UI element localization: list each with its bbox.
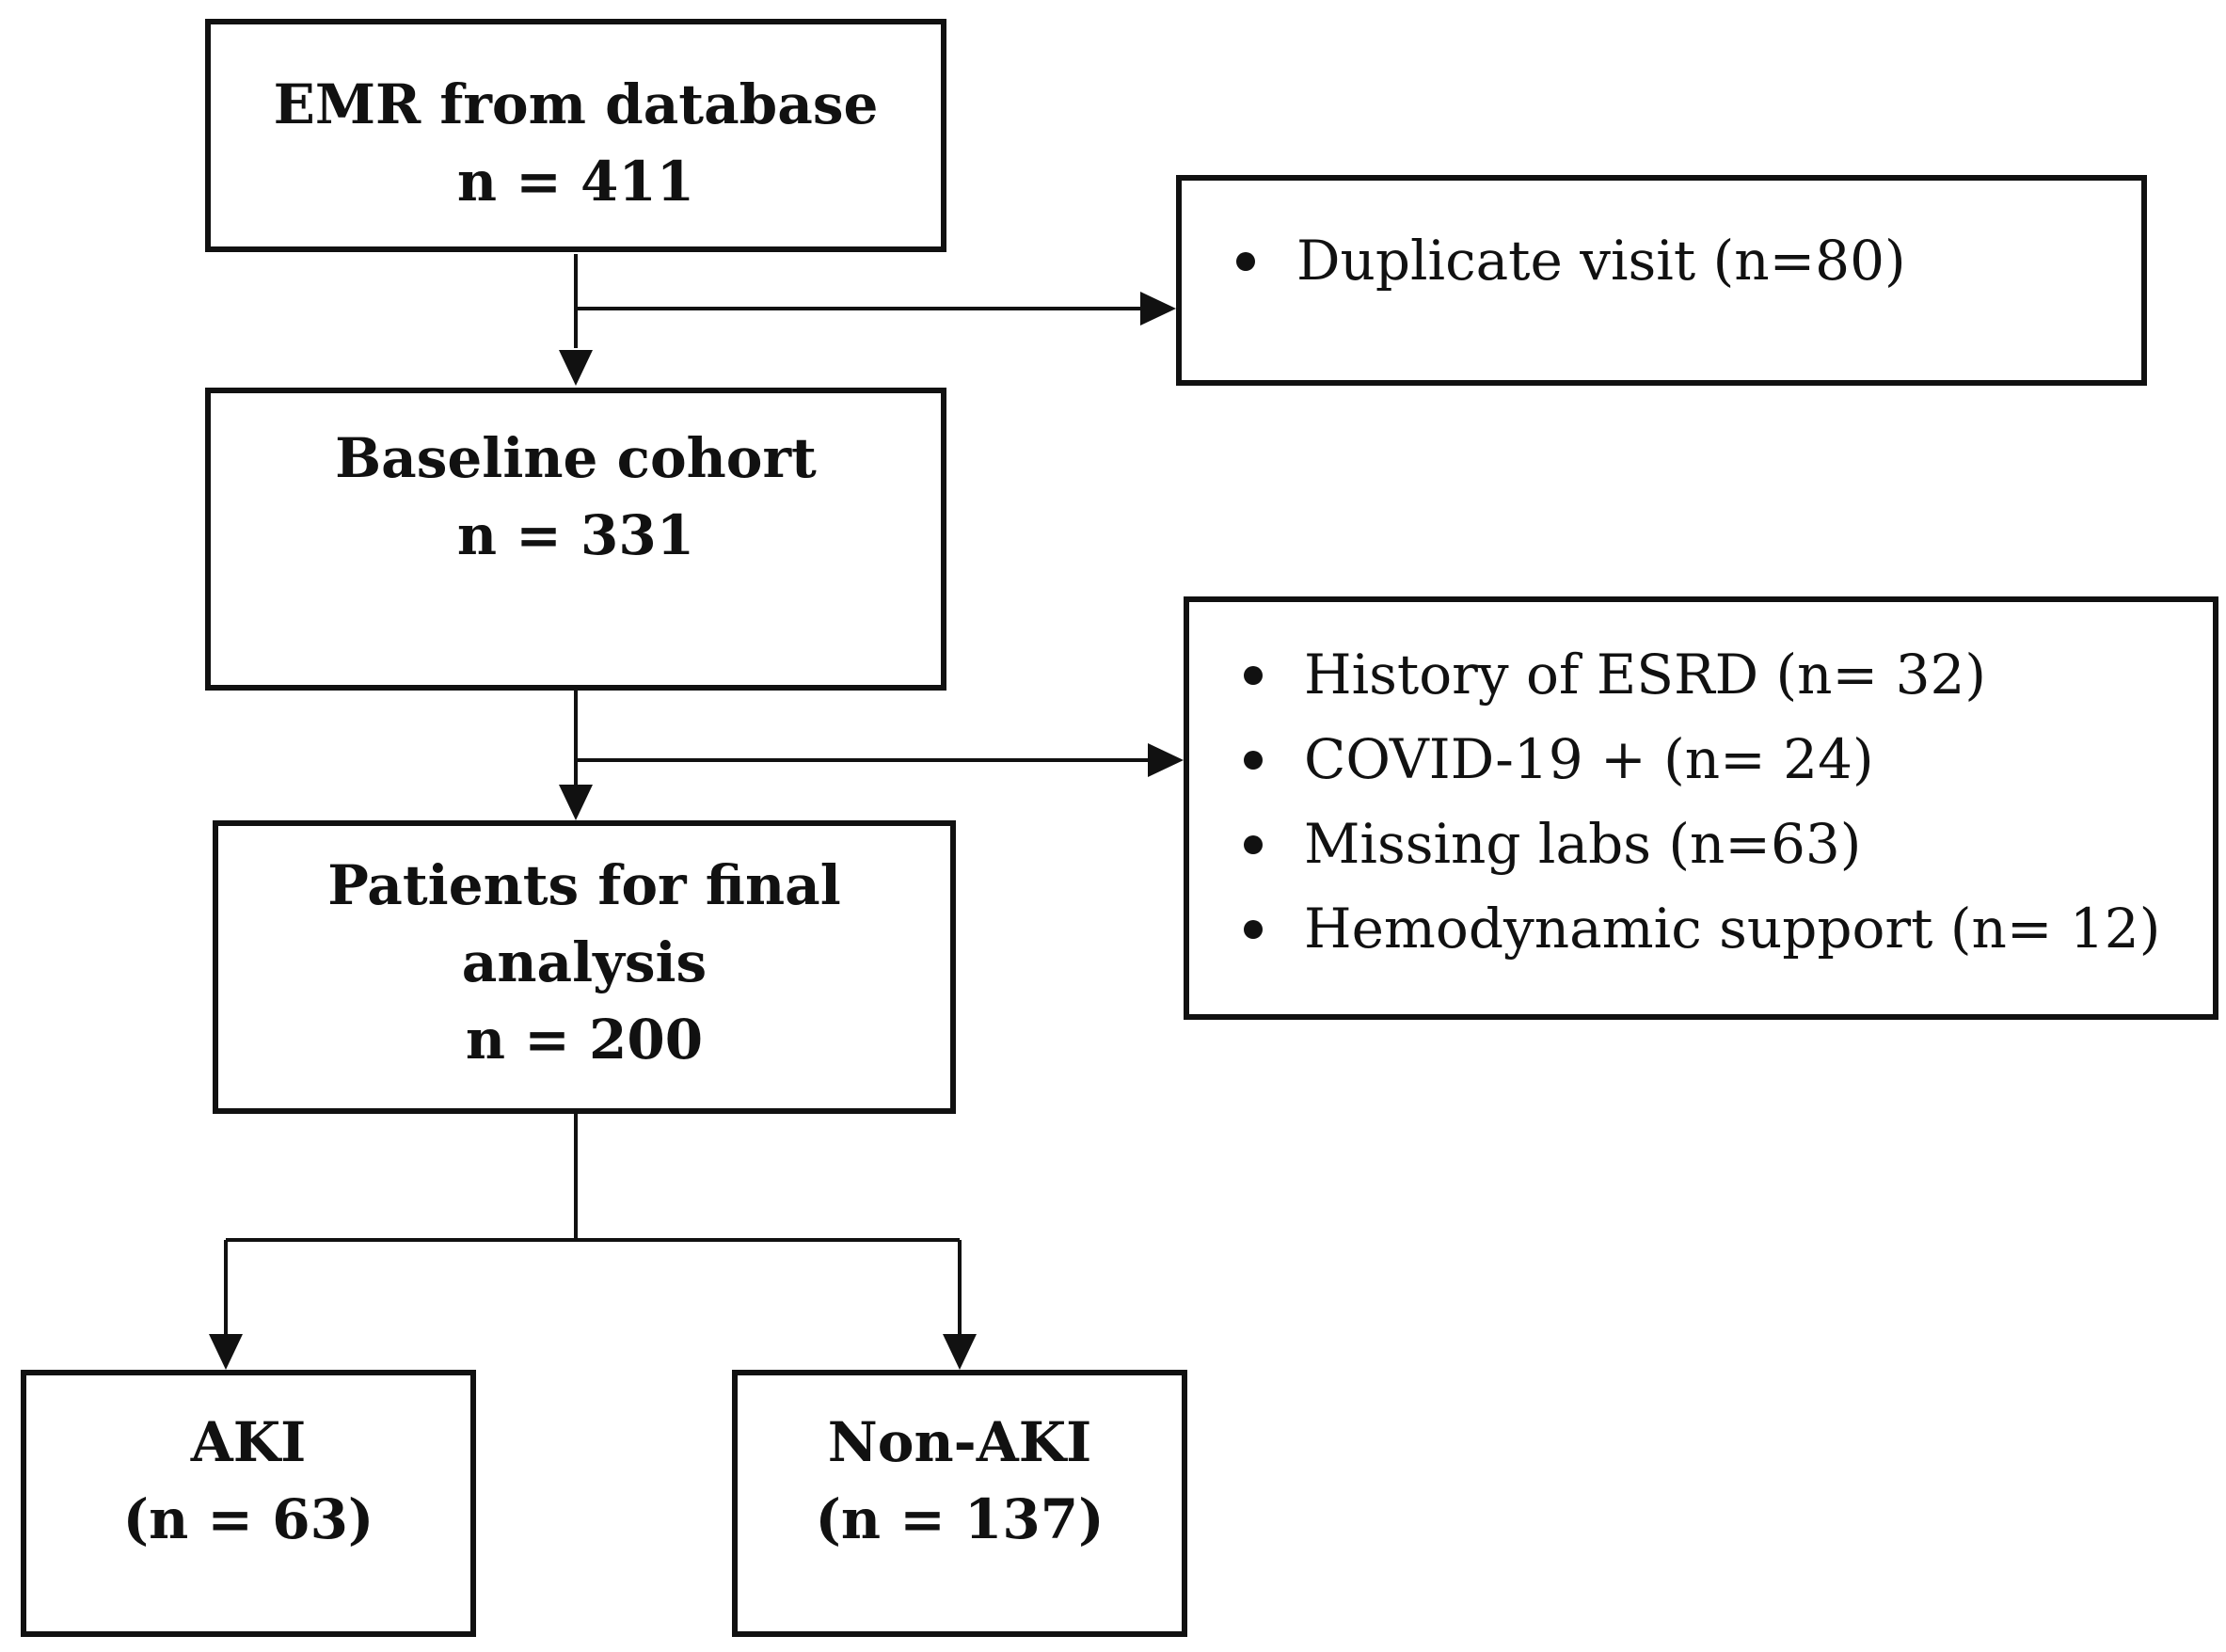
final-analysis-box: Patients for final analysis n = 200 bbox=[213, 820, 956, 1114]
non-aki-box-count: (n = 137) bbox=[815, 1487, 1105, 1551]
exclusion-item-hemodynamic: Hemodynamic support (n= 12) bbox=[1244, 886, 2160, 971]
arrowhead-exclusion-2 bbox=[1148, 743, 1184, 777]
final-box-count: n = 200 bbox=[465, 1008, 704, 1072]
non-aki-box-title: Non-AKI bbox=[827, 1410, 1092, 1474]
exclusion-box-2: History of ESRD (n= 32) COVID-19 + (n= 2… bbox=[1184, 596, 2218, 1020]
arrowhead-exclusion-1 bbox=[1140, 292, 1176, 326]
exclusion-item: Duplicate visit (n=80) bbox=[1236, 218, 1906, 303]
baseline-cohort-box: Baseline cohort n = 331 bbox=[205, 388, 946, 691]
exclusion-list-2: History of ESRD (n= 32) COVID-19 + (n= 2… bbox=[1244, 632, 2160, 971]
arrowhead-non-aki bbox=[943, 1334, 977, 1370]
emr-box-title: EMR from database bbox=[273, 72, 879, 136]
arrowhead-final bbox=[559, 785, 593, 820]
final-box-title-line2: analysis bbox=[461, 930, 708, 994]
aki-box-title: AKI bbox=[190, 1410, 307, 1474]
baseline-box-title: Baseline cohort bbox=[335, 426, 817, 490]
exclusion-box-1: Duplicate visit (n=80) bbox=[1176, 175, 2147, 386]
emr-database-box: EMR from database n = 411 bbox=[205, 19, 946, 252]
arrowhead-baseline bbox=[559, 350, 593, 386]
emr-box-count: n = 411 bbox=[456, 150, 695, 214]
aki-box-count: (n = 63) bbox=[122, 1487, 374, 1551]
arrowhead-aki bbox=[209, 1334, 243, 1370]
baseline-box-count: n = 331 bbox=[456, 503, 695, 567]
aki-box: AKI (n = 63) bbox=[21, 1370, 476, 1637]
exclusion-item-covid: COVID-19 + (n= 24) bbox=[1244, 717, 2160, 802]
exclusion-item-missing-labs: Missing labs (n=63) bbox=[1244, 802, 2160, 886]
exclusion-list-1: Duplicate visit (n=80) bbox=[1236, 218, 1906, 303]
non-aki-box: Non-AKI (n = 137) bbox=[732, 1370, 1187, 1637]
final-box-title-line1: Patients for final bbox=[327, 853, 841, 917]
exclusion-item-esrd: History of ESRD (n= 32) bbox=[1244, 632, 2160, 717]
